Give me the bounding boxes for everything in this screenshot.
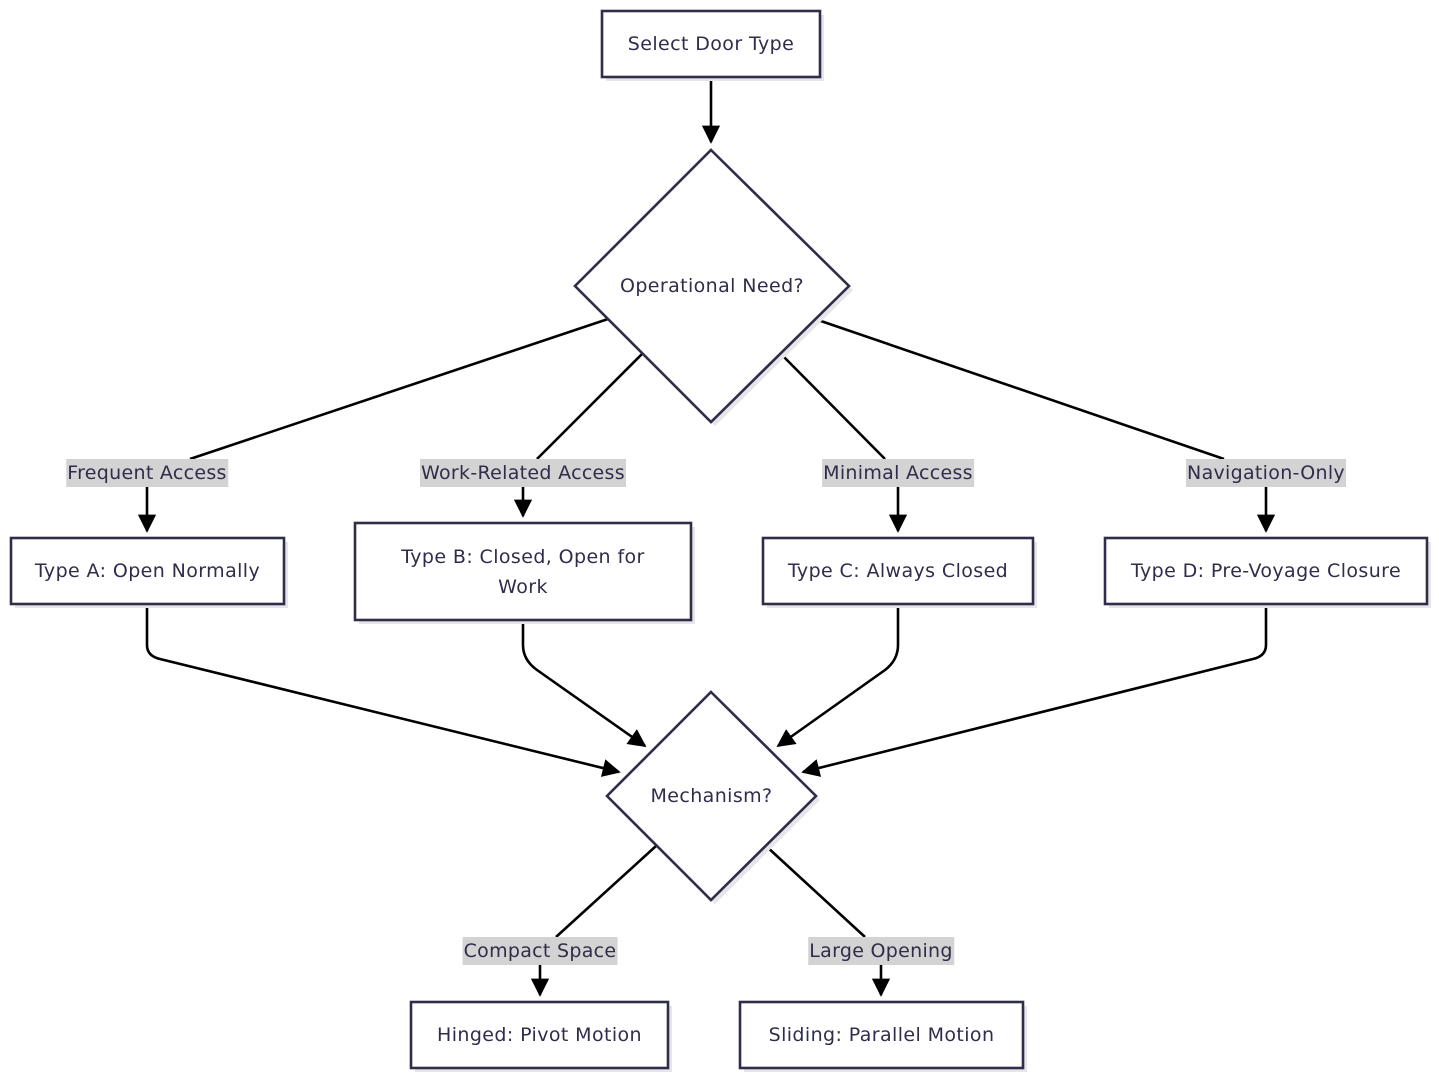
- node-type-b: [353, 521, 693, 622]
- node-type-d: [1103, 536, 1429, 606]
- edge-type-c-to-mechanism: [776, 605, 900, 748]
- edge-need-to-work: [536, 352, 644, 460]
- node-type-d-label: Type D: Pre-Voyage Closure: [1130, 560, 1402, 582]
- node-type-a: [9, 536, 286, 606]
- edge-need-to-frequent: [189, 317, 609, 461]
- node-sliding-label: Sliding: Parallel Motion: [768, 1024, 995, 1046]
- edge-mechanism-to-compact: [555, 845, 657, 938]
- edge-label-large-opening: Large Opening: [808, 937, 954, 965]
- node-type-c-label: Type C: Always Closed: [787, 560, 1009, 582]
- edge-mechanism-to-large: [765, 845, 866, 938]
- node-type-c: [761, 536, 1035, 606]
- node-hinged-label: Hinged: Pivot Motion: [437, 1024, 642, 1046]
- node-sliding: [738, 1000, 1025, 1070]
- node-operational-need-decision: [573, 148, 851, 424]
- edge-label-minimal-access: Minimal Access: [822, 459, 974, 487]
- edge-label-work-related-access: Work-Related Access: [420, 459, 626, 487]
- node-type-a-label: Type A: Open Normally: [34, 560, 261, 582]
- node-mechanism-decision: [605, 690, 818, 902]
- node-hinged: [409, 1000, 670, 1070]
- edge-need-to-navigation: [814, 317, 1225, 461]
- edge-label-compact-space: Compact Space: [462, 937, 618, 965]
- node-select-door-type: [600, 9, 822, 79]
- edge-label-navigation-only: Navigation-Only: [1186, 459, 1346, 487]
- edge-type-d-to-mechanism: [801, 605, 1268, 777]
- node-type-b-label: Type B: Closed, Open for Work: [401, 545, 645, 598]
- edge-type-b-to-mechanism: [521, 620, 647, 748]
- edge-need-to-minimal: [779, 352, 886, 460]
- edge-label-frequent-access: Frequent Access: [66, 459, 228, 487]
- edge-type-a-to-mechanism: [145, 605, 621, 777]
- node-need-label: Operational Need?: [619, 275, 805, 297]
- node-mechanism-label: Mechanism?: [650, 785, 773, 807]
- node-select-label: Select Door Type: [627, 33, 795, 55]
